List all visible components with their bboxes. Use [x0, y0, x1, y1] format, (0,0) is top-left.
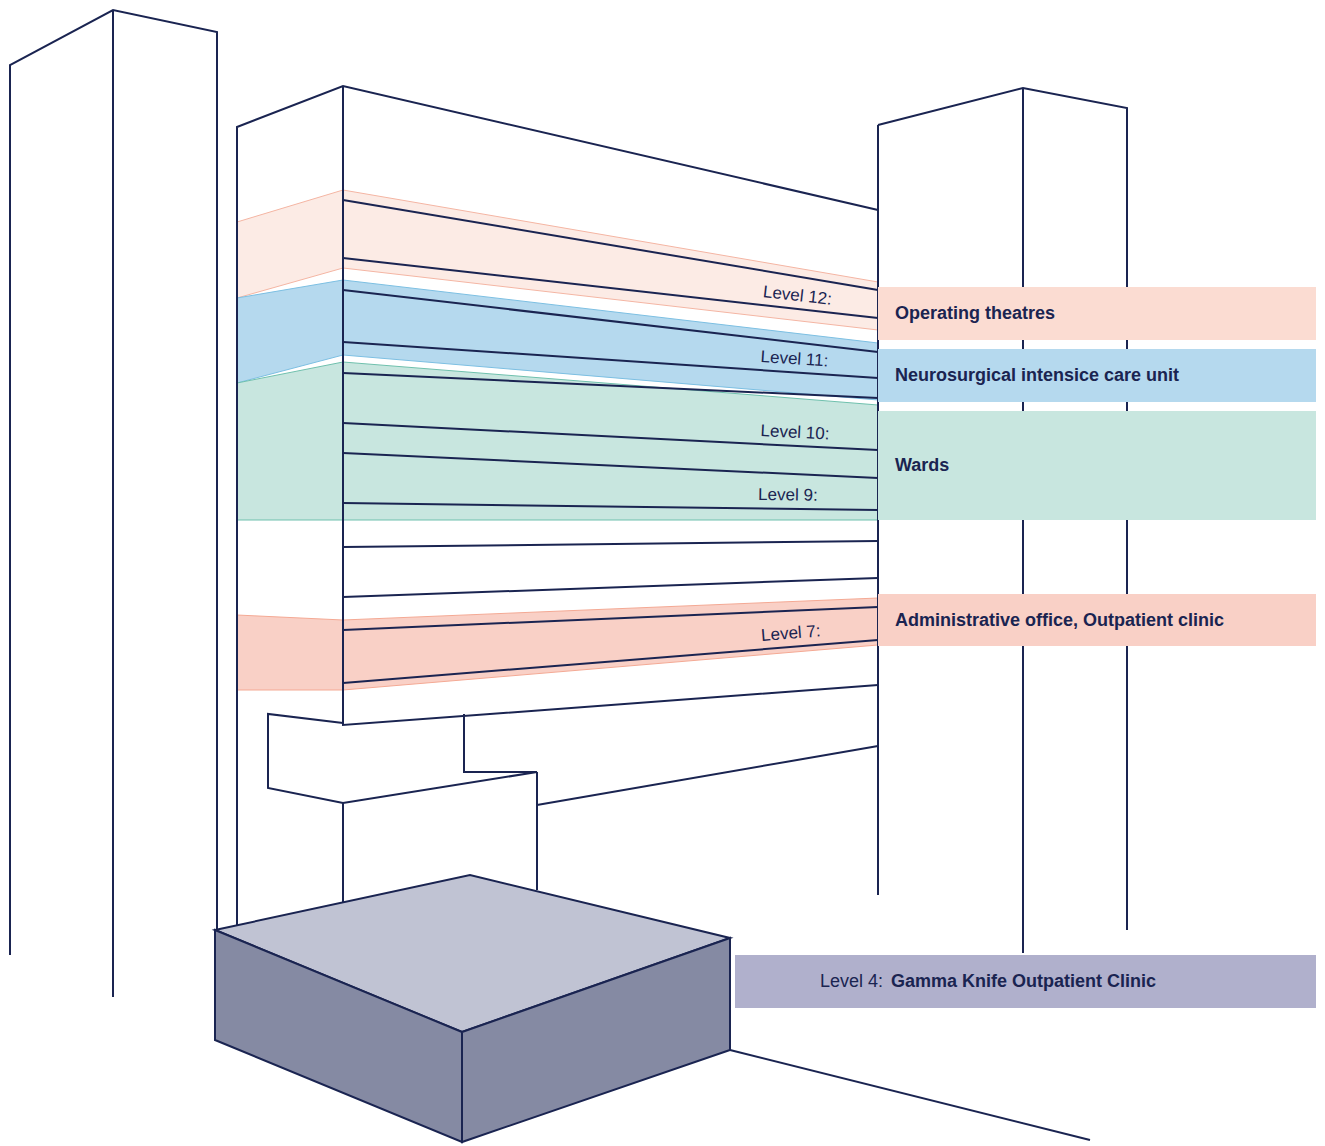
floor-line — [343, 342, 878, 378]
department-name: Administrative office, Outpatient clinic — [895, 610, 1224, 631]
department-name: Gamma Knife Outpatient Clinic — [891, 971, 1156, 992]
floor-line — [343, 453, 878, 478]
floor-line — [343, 578, 878, 597]
floor-band — [237, 362, 878, 520]
ground-line — [730, 1050, 1090, 1140]
main-block-edge — [343, 86, 878, 725]
department-band: Operating theatres — [878, 287, 1316, 340]
floor-line — [343, 200, 878, 290]
level-label: Level 4: — [820, 971, 883, 992]
department-name: Wards — [895, 455, 949, 476]
level-label: Level 9: — [758, 485, 818, 506]
floor-band — [237, 598, 878, 690]
cube-face — [215, 930, 462, 1142]
department-name: Neurosurgical intensice care unit — [895, 365, 1179, 386]
tower-edge — [1022, 88, 1024, 953]
department-band: Wards — [878, 411, 1316, 520]
floor-line — [343, 541, 878, 547]
tower-edge — [112, 10, 114, 997]
floor-line — [343, 640, 878, 683]
floor-line — [343, 258, 878, 318]
department-name: Operating theatres — [895, 303, 1055, 324]
podium-edge — [537, 746, 878, 805]
cube-face — [462, 938, 730, 1142]
level-label: Level 10: — [760, 421, 830, 444]
department-band: Neurosurgical intensice care unit — [878, 349, 1316, 402]
floor-line — [343, 373, 878, 398]
podium-edge — [536, 772, 538, 890]
podium-outline — [268, 714, 537, 803]
main-block-outline — [237, 86, 878, 925]
clinic-band: Level 4: Gamma Knife Outpatient Clinic — [735, 955, 1316, 1008]
department-band: Administrative office, Outpatient clinic — [878, 594, 1316, 646]
